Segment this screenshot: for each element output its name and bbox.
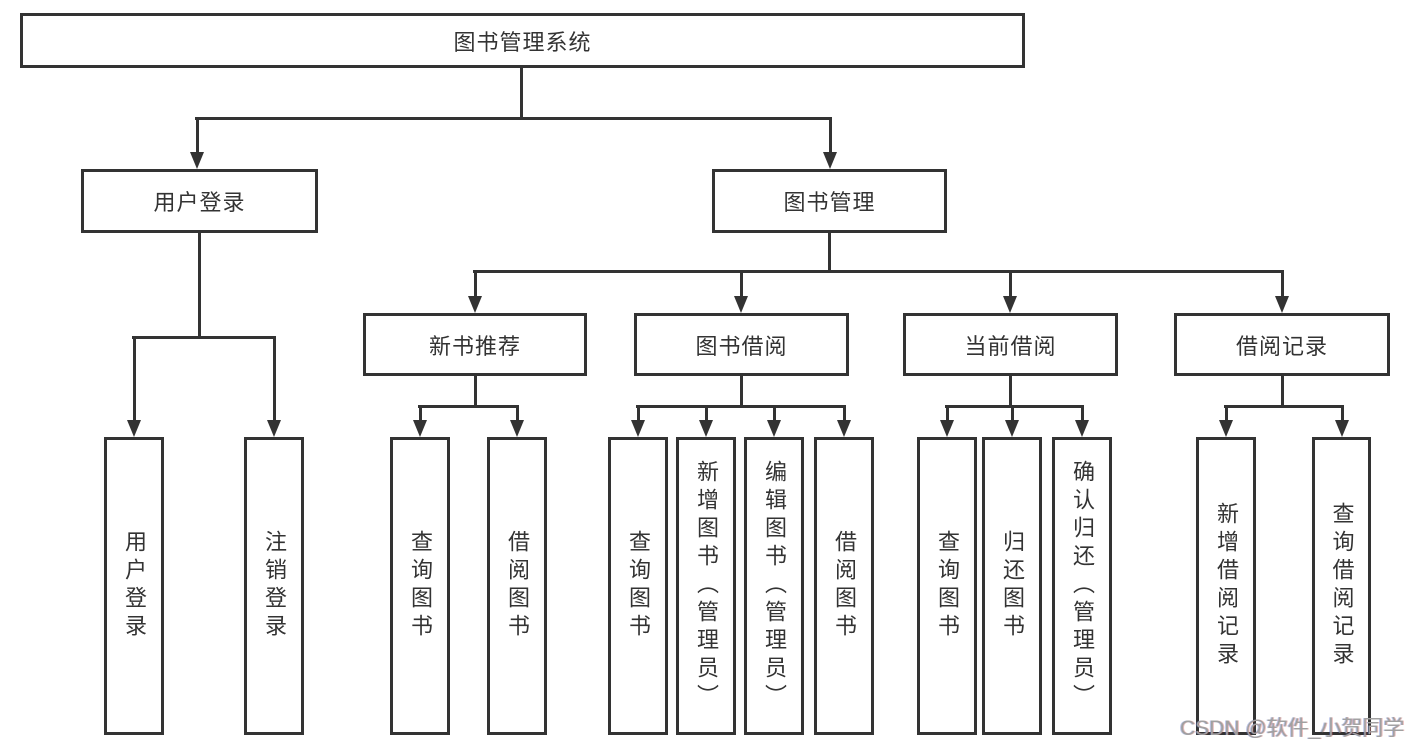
connector-line xyxy=(195,118,199,160)
node-leaf-query-book-2: 查询图书 xyxy=(608,437,668,735)
connector-line xyxy=(1008,376,1012,408)
node-leaf-borrow-book-2: 借阅图书 xyxy=(814,437,874,735)
arrowhead-down-icon xyxy=(510,420,524,437)
arrowhead-down-icon xyxy=(767,420,781,437)
connector-line xyxy=(739,271,743,305)
connector-line xyxy=(473,269,1284,273)
node-leaf-return-book: 归还图书 xyxy=(982,437,1042,735)
node-leaf-logout: 注销登录 xyxy=(244,437,304,735)
node-leaf-query-book-1: 查询图书 xyxy=(390,437,450,735)
connector-line xyxy=(418,404,519,408)
connector-line xyxy=(197,233,201,339)
node-leaf-query-book-3: 查询图书 xyxy=(917,437,977,735)
arrowhead-down-icon xyxy=(1003,296,1017,313)
node-leaf-add-borrow-record: 新增借阅记录 xyxy=(1196,437,1256,735)
connector-line xyxy=(945,406,949,430)
connector-line xyxy=(1008,271,1012,305)
node-root: 图书管理系统 xyxy=(20,13,1025,68)
arrowhead-down-icon xyxy=(190,152,204,169)
connector-line xyxy=(418,406,422,430)
arrowhead-down-icon xyxy=(1005,420,1019,437)
node-leaf-user-login: 用户登录 xyxy=(104,437,164,735)
connector-line xyxy=(772,406,776,430)
node-borrow-record: 借阅记录 xyxy=(1174,313,1390,376)
arrowhead-down-icon xyxy=(699,420,713,437)
node-leaf-query-borrow-record: 查询借阅记录 xyxy=(1312,437,1371,735)
arrowhead-down-icon xyxy=(1275,296,1289,313)
connector-line xyxy=(1224,406,1228,430)
connector-line xyxy=(636,406,640,430)
connector-line xyxy=(473,271,477,305)
node-leaf-borrow-book-1: 借阅图书 xyxy=(487,437,547,735)
arrowhead-down-icon xyxy=(631,420,645,437)
connector-line xyxy=(704,406,708,430)
connector-line xyxy=(1280,376,1284,408)
connector-line xyxy=(828,118,832,160)
connector-line xyxy=(1080,406,1084,430)
arrowhead-down-icon xyxy=(1219,420,1233,437)
arrowhead-down-icon xyxy=(734,296,748,313)
arrowhead-down-icon xyxy=(267,420,281,437)
arrowhead-down-icon xyxy=(468,296,482,313)
node-new-book-rec: 新书推荐 xyxy=(363,313,587,376)
connector-line xyxy=(1280,271,1284,305)
connector-line xyxy=(945,404,1084,408)
arrowhead-down-icon xyxy=(1335,420,1349,437)
node-current-borrow: 当前借阅 xyxy=(903,313,1118,376)
watermark: CSDN @软件_小贺同学 xyxy=(1180,717,1405,740)
arrowhead-down-icon xyxy=(940,420,954,437)
arrowhead-down-icon xyxy=(1075,420,1089,437)
node-leaf-edit-book-admin: 编辑图书（管理员） xyxy=(744,437,804,735)
connector-line xyxy=(473,376,477,408)
connector-line xyxy=(739,376,743,408)
connector-line xyxy=(519,68,523,120)
node-leaf-add-book-admin: 新增图书（管理员） xyxy=(676,437,736,735)
node-book-borrow: 图书借阅 xyxy=(634,313,849,376)
connector-line xyxy=(827,233,831,273)
connector-line xyxy=(272,337,276,429)
connector-line xyxy=(515,406,519,430)
connector-line xyxy=(1010,406,1014,430)
connector-line xyxy=(1340,406,1344,430)
connector-line xyxy=(1224,404,1344,408)
connector-line xyxy=(636,404,846,408)
node-book-mgmt: 图书管理 xyxy=(712,169,947,233)
node-leaf-confirm-return-admin: 确认归还（管理员） xyxy=(1052,437,1112,735)
arrowhead-down-icon xyxy=(837,420,851,437)
connector-line xyxy=(842,406,846,430)
connector-line xyxy=(132,335,276,339)
node-user-login: 用户登录 xyxy=(81,169,318,233)
arrowhead-down-icon xyxy=(413,420,427,437)
connector-line xyxy=(195,116,832,120)
arrowhead-down-icon xyxy=(823,152,837,169)
connector-line xyxy=(132,337,136,429)
arrowhead-down-icon xyxy=(127,420,141,437)
